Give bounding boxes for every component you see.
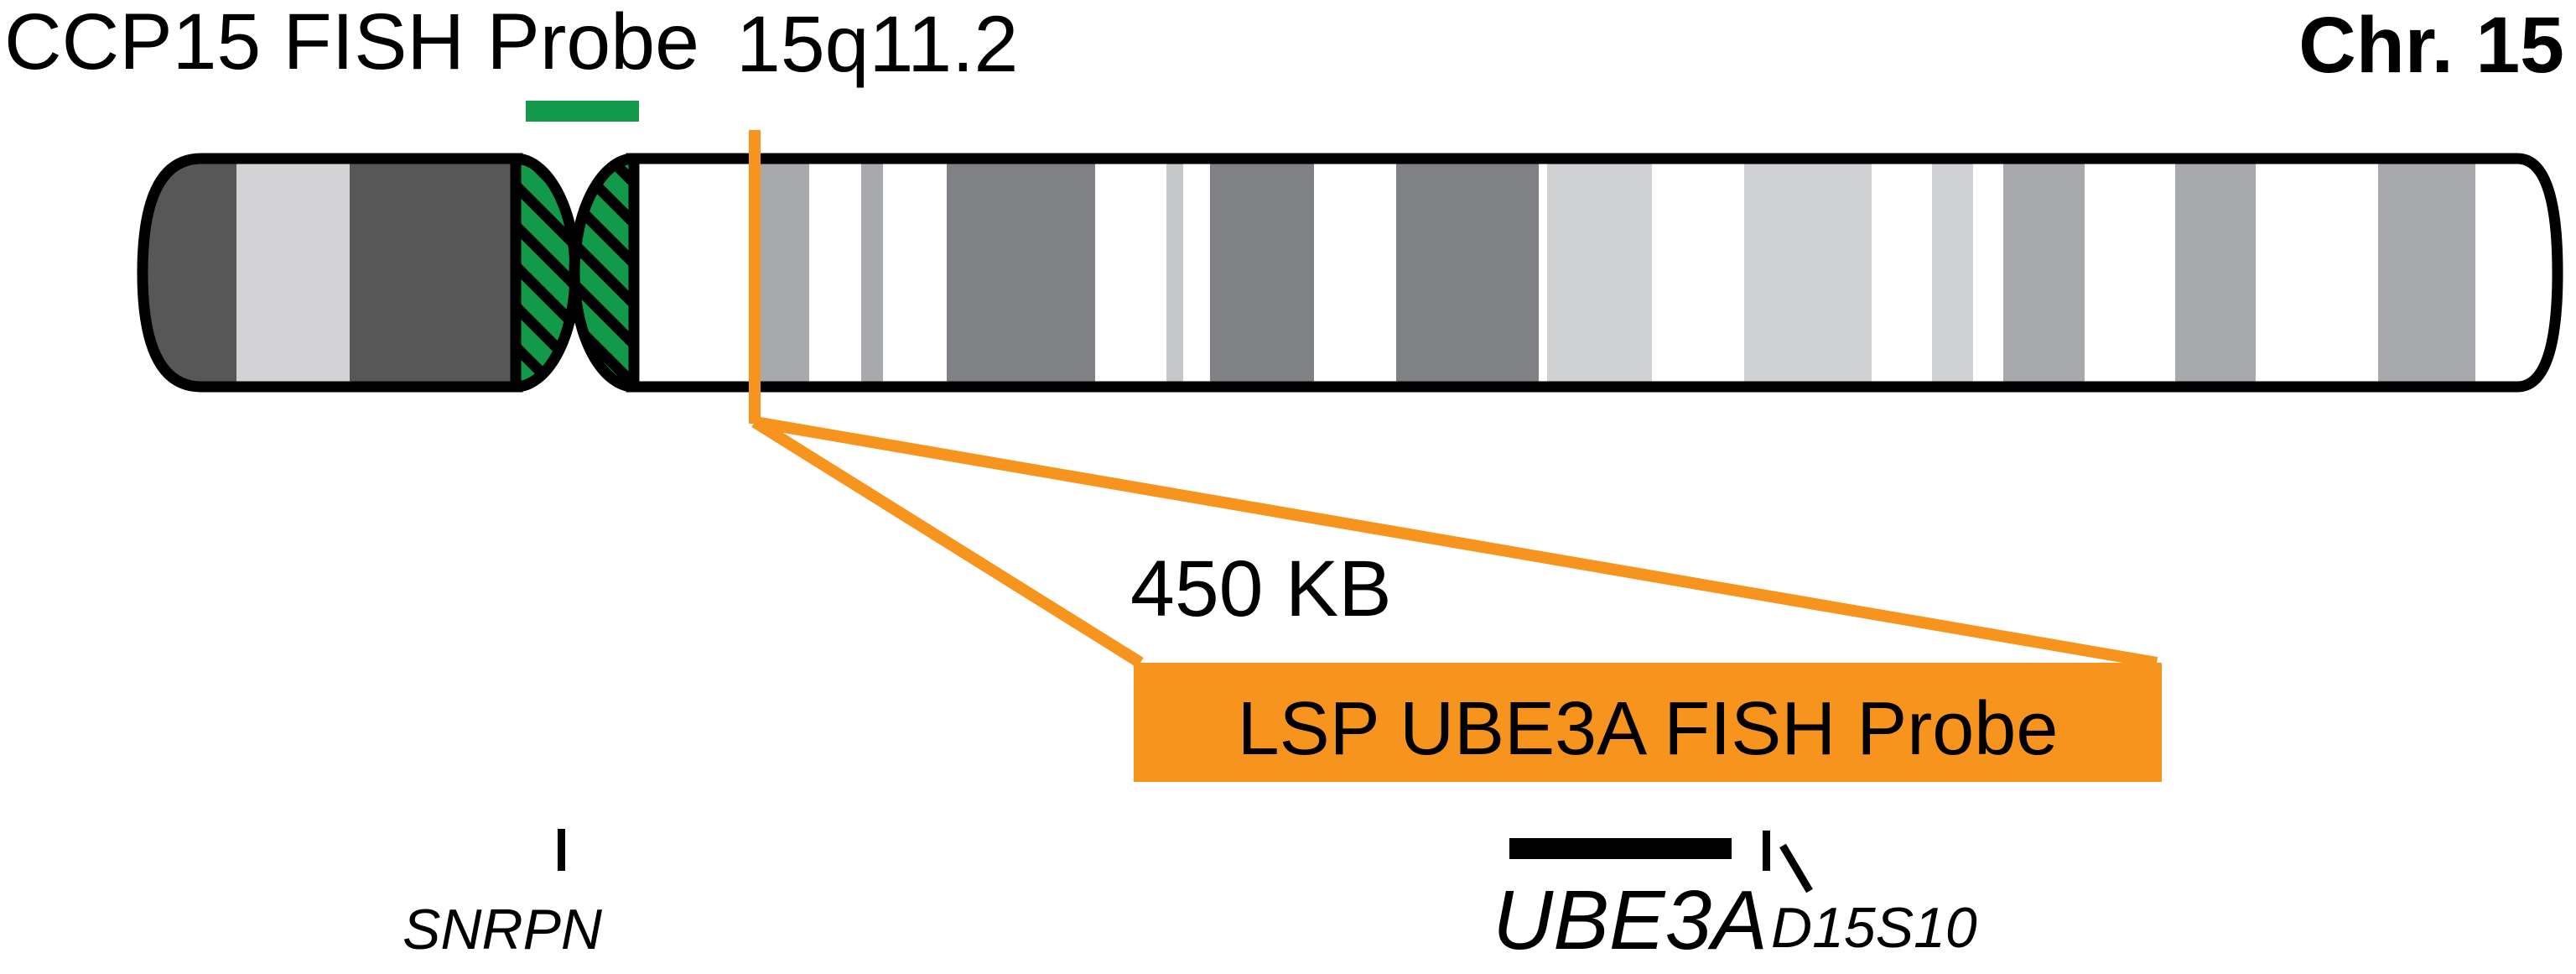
wedge-lower-line — [751, 417, 1144, 668]
zoom-wedge: LSP UBE3A FISH Probe — [749, 130, 2162, 782]
chromosome-band — [350, 164, 517, 382]
ube3a-region-bar — [1509, 838, 1732, 859]
gene-markers — [558, 829, 1813, 893]
chromosome-title: Chr. 15 — [2298, 1, 2564, 90]
centromere-left-lobe-hatch — [516, 159, 575, 387]
d15s10-tick — [1763, 831, 1770, 871]
snrpn-tick — [558, 829, 565, 871]
locus-line-15q11-2 — [749, 130, 761, 424]
d15s10-leader-line — [1779, 843, 1813, 893]
region-size-label: 450 KB — [1130, 544, 1392, 633]
ccp15-probe-marker — [526, 101, 639, 122]
chromosome-band — [1744, 164, 1872, 382]
lsp-probe-box-label: LSP UBE3A FISH Probe — [1238, 687, 2059, 771]
chromosome-p-arm — [137, 153, 523, 393]
chromosome-band — [947, 164, 1095, 382]
chromosome-q-arm — [626, 153, 2563, 393]
band-label-15q11-2: 15q11.2 — [736, 0, 1018, 89]
chromosome-band — [1166, 164, 1183, 382]
chromosome-band — [236, 164, 350, 382]
q-arm-band-group — [761, 164, 2475, 382]
q-arm-outline — [626, 153, 2563, 393]
chromosome-band — [1547, 164, 1652, 382]
snrpn-label: SNRPN — [402, 898, 603, 961]
chromosome-band — [2175, 164, 2256, 382]
d15s10-label: D15S10 — [1771, 896, 1977, 960]
chromosome-band — [761, 164, 809, 382]
chromosome-band — [2378, 164, 2475, 382]
lsp-probe-box — [1134, 663, 2162, 782]
chromosome-band — [1210, 164, 1314, 382]
chromosome-band — [143, 164, 236, 382]
centromere-right-lobe-outline — [569, 153, 640, 393]
chromosome-band — [2003, 164, 2085, 382]
chromosome-band — [1396, 164, 1539, 382]
wedge-upper-line — [753, 416, 2158, 669]
centromere — [510, 153, 640, 393]
ccp15-probe-label: CCP15 FISH Probe — [4, 0, 699, 86]
p-arm-outline — [137, 153, 523, 393]
p-arm-band-group — [143, 164, 517, 382]
centromere-right-lobe-hatch — [574, 159, 634, 387]
ube3a-label: UBE3A — [1493, 873, 1768, 967]
chromosome-band — [1932, 164, 1973, 382]
chromosome-band — [861, 164, 883, 382]
